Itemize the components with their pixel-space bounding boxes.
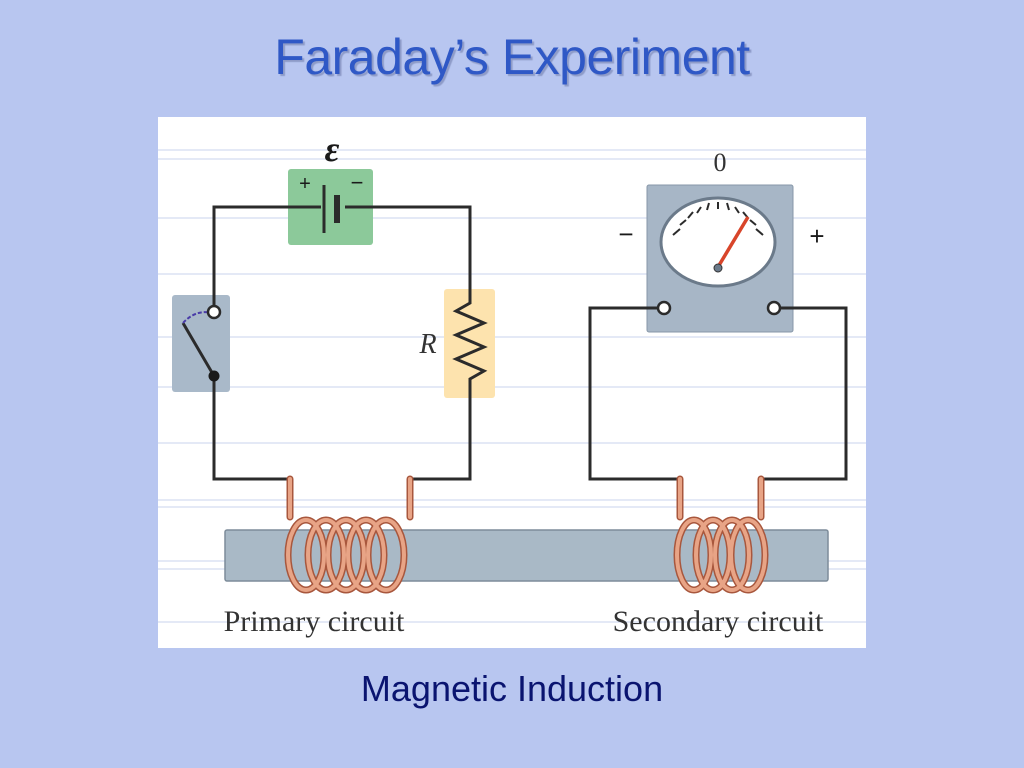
- meter-plus-label: +: [809, 221, 824, 251]
- galvanometer-needle: [716, 216, 750, 268]
- secondary-circuit-label: Secondary circuit: [613, 605, 824, 638]
- battery-plus-label: +: [299, 173, 311, 195]
- diagram-svg: + − ε R: [158, 129, 866, 638]
- iron-bar: [224, 529, 829, 582]
- secondary-coil: [673, 475, 769, 594]
- meter-reading: 0: [714, 148, 727, 177]
- faraday-diagram: + − ε R: [158, 117, 866, 648]
- secondary-wires: [588, 306, 848, 481]
- primary-wires: [212, 205, 472, 481]
- battery-icon: [322, 185, 340, 233]
- galvanometer-dial: [659, 196, 777, 288]
- resistor-icon: [452, 299, 488, 385]
- resistor-label: R: [418, 329, 436, 360]
- galvanometer-scale: [672, 202, 764, 236]
- slide-caption: Magnetic Induction: [360, 668, 664, 709]
- primary-circuit-label: Primary circuit: [224, 605, 405, 638]
- meter-minus-label: −: [618, 219, 633, 249]
- meter-terminal-right: [766, 300, 782, 316]
- switch-icon: [181, 304, 222, 382]
- battery-minus-label: −: [351, 170, 364, 195]
- slide-title: Faraday’s Experiment: [274, 29, 750, 85]
- meter-terminal-left: [656, 300, 672, 316]
- switch-box: [172, 295, 230, 392]
- primary-coil: [284, 475, 414, 594]
- battery-box: [288, 169, 373, 245]
- emf-symbol: ε: [325, 129, 340, 169]
